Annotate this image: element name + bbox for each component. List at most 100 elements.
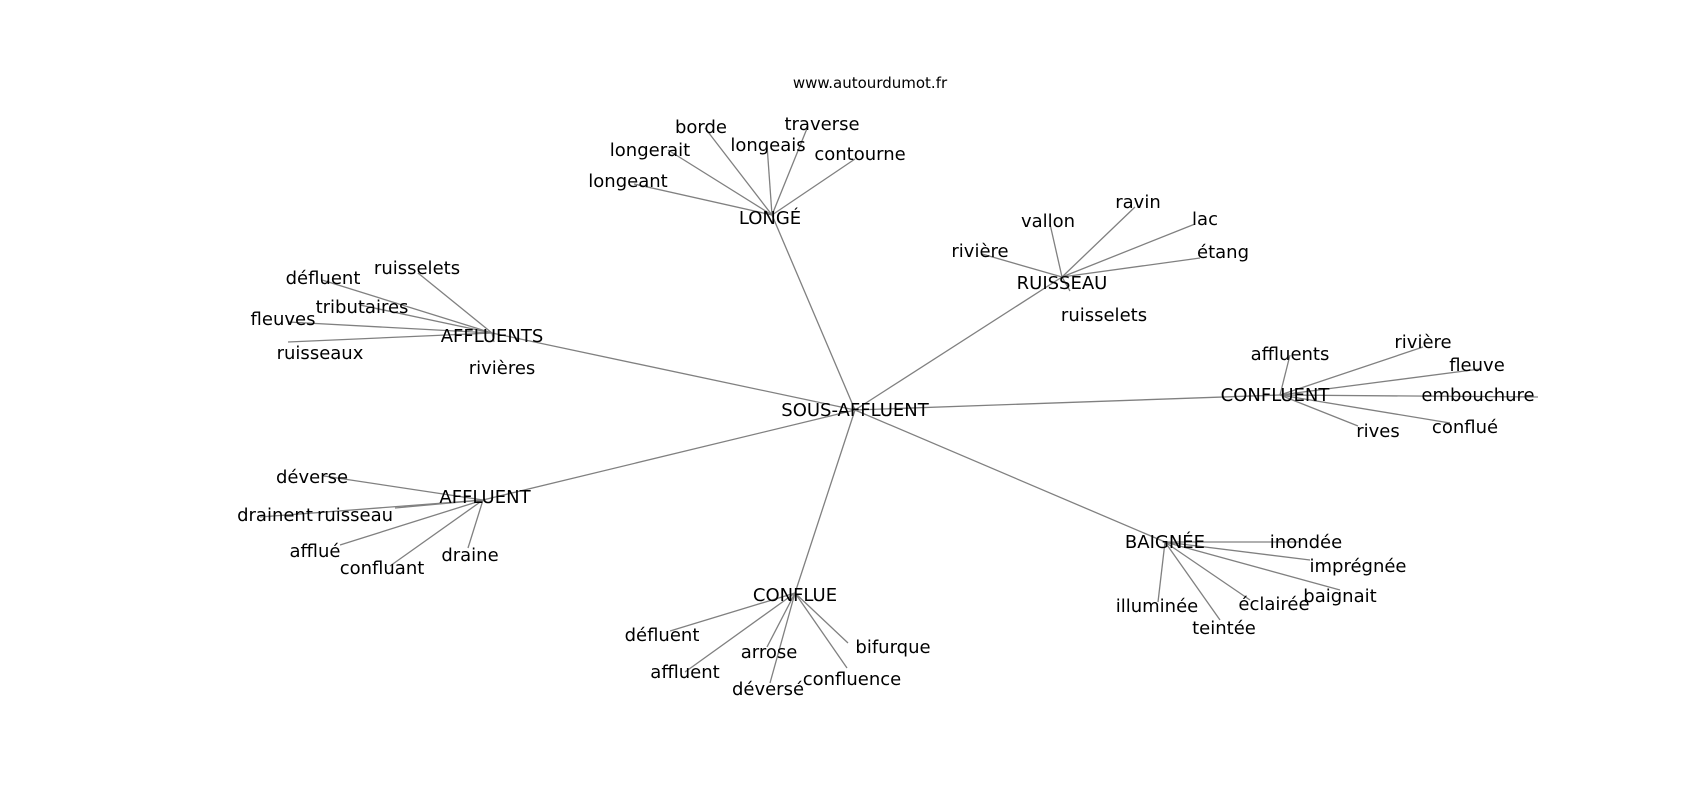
word-node-longe-5: contourne: [814, 144, 905, 165]
edge-longe-5: [771, 158, 856, 216]
edge-baignee-5: [1164, 541, 1221, 621]
edge-longe-2: [704, 127, 773, 216]
word-node-affluent-1: ruisseau: [317, 505, 393, 526]
word-node-longe-2: borde: [675, 117, 727, 138]
word-node-conflue-3: déversé: [732, 679, 804, 700]
hub-node-confluent: CONFLUENT: [1221, 385, 1331, 406]
source-label: www.autourdumot.fr: [793, 74, 948, 92]
edge-longe-1: [667, 149, 773, 216]
word-node-confluent-4: conflué: [1432, 417, 1498, 438]
hub-node-longe: LONGÉ: [739, 207, 801, 229]
edge-baignee-1: [1164, 541, 1311, 561]
word-node-affluents-3: fleuves: [251, 309, 316, 330]
word-node-longe-4: traverse: [784, 114, 859, 135]
edge-longe-4: [771, 125, 809, 216]
edge-affluents-4: [287, 332, 493, 343]
edge-affluents-0: [321, 279, 493, 334]
word-node-baignee-5: teintée: [1192, 618, 1256, 639]
graph-labels: SOUS-AFFLUENT LONGÉ longeant longeraitborde…: [237, 114, 1535, 700]
word-node-baignee-0: inondée: [1270, 532, 1342, 553]
edge-confluent-1: [1279, 346, 1424, 396]
edge-affluent-4: [389, 499, 484, 567]
edge-conflue-2: [766, 592, 796, 648]
word-node-ruisseau-5: ruisselets: [1061, 305, 1147, 326]
word-node-conflue-4: confluence: [803, 669, 902, 690]
edge-baignee-2: [1164, 541, 1341, 591]
edge-affluent-5: [467, 499, 484, 549]
word-node-baignee-4: illuminée: [1116, 596, 1199, 617]
edge-affluent-2: [259, 499, 484, 518]
edge-conflue-4: [794, 592, 848, 669]
word-node-conflue-5: bifurque: [855, 637, 930, 658]
hub-node-affluent: AFFLUENT: [439, 487, 531, 508]
edge-conflue-3: [769, 592, 796, 684]
word-node-affluents-2: tributaires: [316, 297, 409, 318]
edge-affluents-1: [417, 272, 493, 334]
word-node-baignee-1: imprégnée: [1309, 556, 1406, 577]
edge-root-conflue: [794, 409, 856, 594]
word-node-affluent-2: drainent: [237, 505, 313, 526]
edge-root-affluents: [491, 332, 856, 411]
word-node-confluent-0: affluents: [1251, 344, 1330, 365]
word-node-ruisseau-3: lac: [1192, 209, 1218, 230]
edge-root-ruisseau: [854, 276, 1063, 411]
word-node-affluent-5: draine: [441, 545, 498, 566]
word-node-affluents-0: défluent: [286, 268, 361, 289]
edge-root-confluent: [854, 394, 1281, 411]
word-node-affluent-3: afflué: [290, 541, 341, 562]
edge-baignee-3: [1164, 541, 1251, 601]
edge-confluent-0: [1279, 354, 1291, 396]
edge-baignee-4: [1157, 541, 1166, 603]
word-node-longe-0: longeant: [588, 171, 667, 192]
root-node-label: SOUS-AFFLUENT: [781, 400, 929, 421]
edge-ruisseau-4: [1061, 257, 1201, 278]
word-node-baignee-2: baignait: [1303, 586, 1376, 607]
edge-confluent-5: [1279, 394, 1359, 427]
word-node-longe-3: longeais: [730, 135, 805, 156]
word-node-confluent-3: embouchure: [1421, 385, 1534, 406]
graph-edges: [259, 125, 1539, 684]
word-node-affluent-0: déverse: [276, 467, 348, 488]
edge-affluents-5: [491, 332, 495, 343]
edge-ruisseau-5: [1061, 276, 1071, 292]
edge-ruisseau-0: [981, 253, 1063, 278]
edge-root-baignee: [854, 409, 1166, 543]
word-node-confluent-2: fleuve: [1449, 355, 1505, 376]
edge-affluent-3: [339, 499, 484, 546]
edge-confluent-2: [1279, 368, 1481, 396]
hub-node-conflue: CONFLUE: [753, 585, 837, 606]
edge-root-longe: [771, 214, 856, 411]
word-node-confluent-1: rivière: [1394, 332, 1451, 353]
edge-longe-3: [766, 144, 773, 216]
word-node-ruisseau-1: vallon: [1021, 211, 1075, 232]
word-node-affluents-4: ruisseaux: [277, 343, 364, 364]
word-node-baignee-3: éclairée: [1238, 594, 1309, 615]
edge-confluent-3: [1279, 394, 1539, 398]
word-node-ruisseau-4: étang: [1197, 242, 1249, 263]
edge-conflue-5: [794, 592, 849, 644]
edge-confluent-4: [1279, 394, 1451, 424]
word-node-affluent-4: confluant: [340, 558, 425, 579]
edge-ruisseau-1: [1049, 223, 1063, 278]
edge-affluent-0: [323, 475, 484, 501]
word-node-conflue-0: défluent: [625, 625, 700, 646]
word-node-confluent-5: rives: [1356, 421, 1400, 442]
edge-root-affluent: [482, 409, 856, 501]
hub-node-ruisseau: RUISSEAU: [1017, 273, 1108, 294]
edge-conflue-1: [684, 592, 796, 673]
word-node-conflue-1: affluent: [650, 662, 719, 683]
word-node-ruisseau-2: ravin: [1115, 192, 1161, 213]
word-node-conflue-2: arrose: [741, 642, 798, 663]
edge-affluents-3: [287, 321, 493, 334]
word-node-longe-1: longerait: [610, 140, 690, 161]
word-node-affluents-5: rivières: [469, 358, 536, 379]
word-node-ruisseau-0: rivière: [951, 241, 1008, 262]
edge-ruisseau-2: [1061, 206, 1136, 278]
hub-node-affluents: AFFLUENTS: [441, 326, 544, 347]
edge-conflue-0: [669, 592, 796, 632]
hub-node-baignee: BAIGNÉE: [1125, 531, 1205, 553]
word-node-affluents-1: ruisselets: [374, 258, 460, 279]
edge-affluents-2: [359, 304, 493, 334]
edge-longe-0: [633, 183, 773, 216]
